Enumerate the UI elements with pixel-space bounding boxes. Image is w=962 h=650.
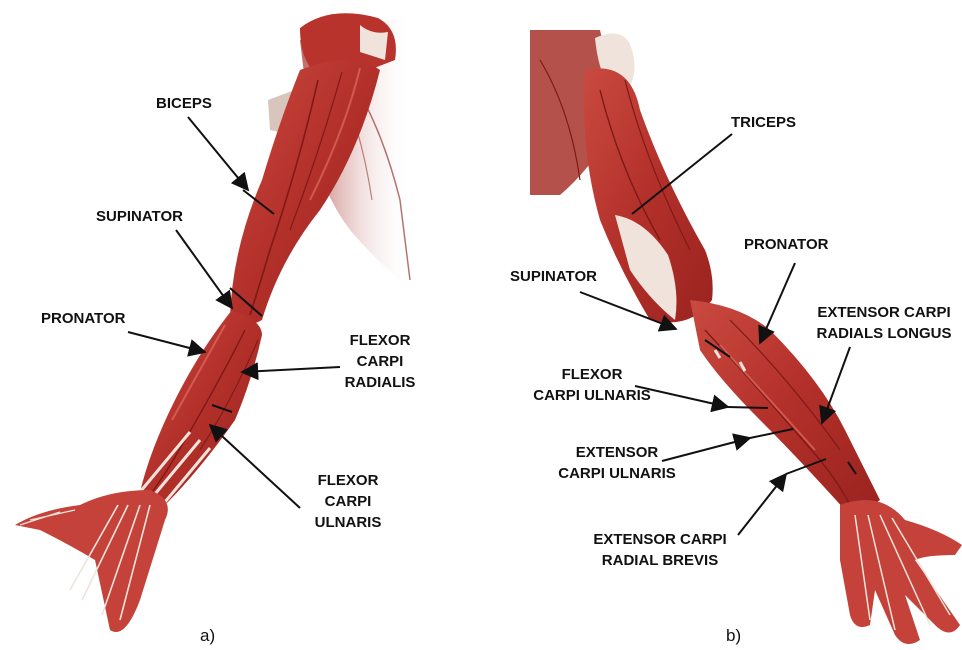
- leader-supinator: [176, 230, 232, 308]
- label-supinator-a: SUPINATOR: [96, 206, 183, 227]
- label-flexor-carpi-ulnaris-b: FLEXOR CARPI ULNARIS: [522, 364, 662, 406]
- leader-flexor-carpi-radialis-a: [242, 367, 340, 372]
- leader-extensor-carpi-radial-brevis: [738, 474, 786, 535]
- panel-b-tag: b): [726, 626, 741, 646]
- label-biceps: BICEPS: [156, 93, 212, 114]
- label-triceps: TRICEPS: [731, 112, 796, 133]
- label-pronator-b: PRONATOR: [744, 234, 828, 255]
- label-extensor-carpi-ulnaris: EXTENSOR CARPI ULNARIS: [544, 442, 690, 484]
- label-supinator-b: SUPINATOR: [510, 266, 597, 287]
- label-flexor-carpi-radialis-a: FLEXOR CARPI RADIALIS: [332, 330, 428, 393]
- tick-flexor-carpi-ulnaris-b: [728, 407, 768, 408]
- leader-pronator-a: [128, 332, 205, 352]
- label-pronator-a: PRONATOR: [41, 308, 125, 329]
- leader-pronator-b: [760, 263, 795, 343]
- label-extensor-carpi-radial-brevis: EXTENSOR CARPI RADIAL BREVIS: [580, 529, 740, 571]
- label-flexor-carpi-ulnaris-a: FLEXOR CARPI ULNARIS: [300, 470, 396, 533]
- leader-flexor-carpi-ulnaris-a: [210, 425, 300, 508]
- leader-biceps: [188, 117, 248, 190]
- leader-extensor-carpi-radialis-longus: [822, 347, 850, 423]
- label-extensor-carpi-radialis-longus: EXTENSOR CARPI RADIALS LONGUS: [806, 302, 962, 344]
- panel-a-tag: a): [200, 626, 215, 646]
